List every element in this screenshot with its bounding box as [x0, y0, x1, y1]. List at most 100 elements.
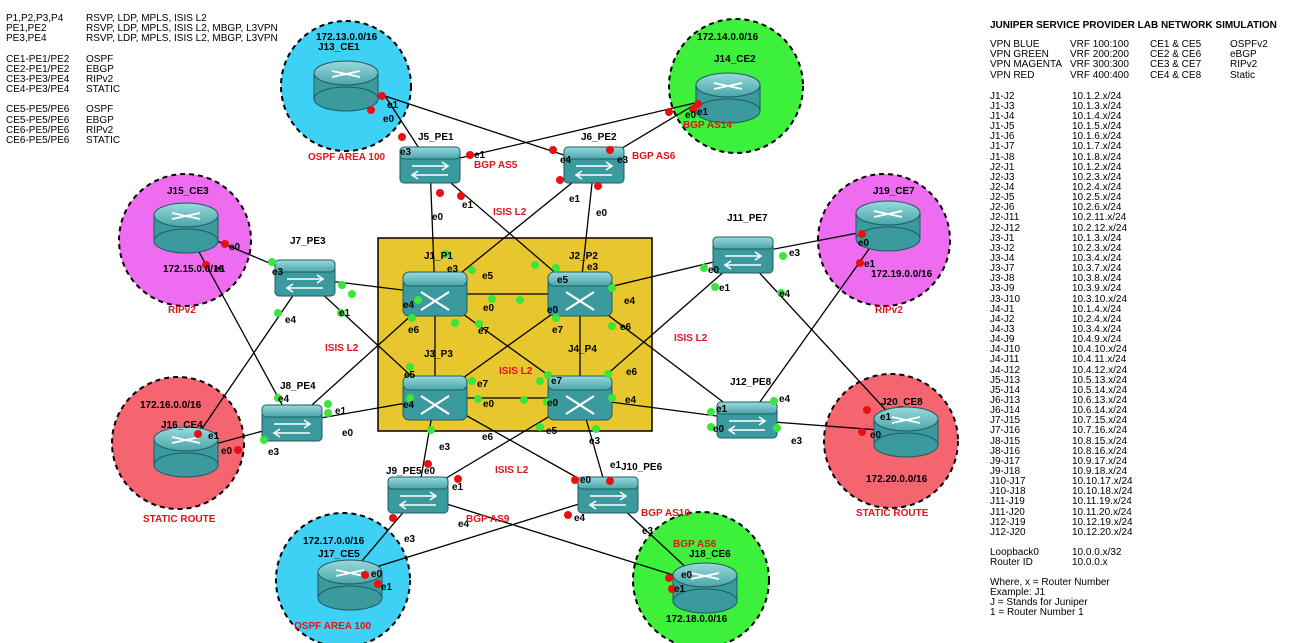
router-j3[interactable]	[402, 375, 468, 421]
router-j7[interactable]	[274, 259, 336, 297]
port-dot	[454, 475, 462, 483]
router-j12[interactable]	[716, 401, 778, 439]
link-subnet: 10.3.4.x/24	[1072, 253, 1122, 264]
port-dot	[549, 146, 557, 154]
port-dot	[466, 151, 474, 159]
port-dot	[457, 192, 465, 200]
link	[185, 277, 306, 453]
port-dot	[556, 176, 564, 184]
router-j20[interactable]	[873, 406, 939, 458]
router-j13[interactable]	[313, 60, 379, 112]
area-label-isis: ISIS L2	[495, 465, 529, 476]
port-label: e1	[208, 431, 220, 442]
legend-protocols: RIPv2	[86, 73, 114, 85]
port-label: e0	[596, 208, 608, 219]
port-dot	[274, 394, 282, 402]
link-key: J1-J7	[990, 141, 1015, 153]
port-dot	[552, 314, 560, 322]
port-dot	[398, 133, 406, 141]
port-dot	[324, 400, 332, 408]
link-subnet: 10.1.4.x/24	[1072, 111, 1122, 123]
router-j8[interactable]	[261, 404, 323, 442]
port-label: e4	[278, 394, 290, 405]
vpn-proto: RIPv2	[1230, 59, 1258, 71]
link-key: J10-J18	[990, 486, 1026, 498]
router-j19[interactable]	[855, 200, 921, 252]
area-label-isis: ISIS L2	[493, 207, 527, 218]
port-dot	[389, 514, 397, 522]
router-j6[interactable]	[563, 146, 625, 184]
router-j14[interactable]	[695, 72, 761, 124]
loopback-key: Loopback0	[990, 546, 1039, 558]
link-row: J4-J10 10.4.10.x/24	[990, 345, 1290, 355]
router-j18[interactable]	[672, 562, 738, 614]
port-label: e4	[574, 513, 586, 524]
vpn-ces: CE1 & CE5	[1150, 39, 1202, 50]
link-key: J4-J3	[990, 323, 1015, 335]
link-subnet: 10.3.4.x/24	[1072, 323, 1122, 335]
link-subnet: 10.9.18.x/24	[1072, 465, 1128, 477]
port-label: e1	[610, 460, 622, 471]
port-label: e3	[617, 155, 629, 166]
port-label: e6	[482, 432, 494, 443]
router-j1[interactable]	[402, 271, 468, 317]
router-j16[interactable]	[153, 426, 219, 478]
router-label-j5: J5_PE1	[418, 132, 454, 143]
port-dot	[711, 283, 719, 291]
router-j2[interactable]	[547, 271, 613, 317]
router-j5[interactable]	[399, 146, 461, 184]
footnote-line: Example: J1	[990, 587, 1046, 599]
footnote-line: 1 = Router Number 1	[990, 607, 1084, 619]
vpn-proto: eBGP	[1230, 49, 1257, 61]
area-label-bgp: BGP AS9	[466, 514, 510, 525]
router-j9[interactable]	[387, 476, 449, 514]
port-label: e4	[403, 400, 415, 411]
router-j11[interactable]	[712, 236, 774, 274]
link-subnet: 10.1.3.x/24	[1072, 100, 1122, 112]
link-subnet: 10.1.4.x/24	[1072, 303, 1122, 315]
port-dot	[604, 370, 612, 378]
port-dot	[468, 377, 476, 385]
link-subnet: 10.4.10.x/24	[1072, 344, 1128, 356]
link-subnet: 10.4.12.x/24	[1072, 364, 1128, 376]
network-label-j14: 172.14.0.0/16	[697, 32, 759, 43]
port-dot	[348, 290, 356, 298]
router-label-j12: J12_PE8	[730, 377, 772, 388]
area-label-bgp: BGP AS6	[673, 539, 717, 550]
network-label-j17: 172.17.0.0/16	[303, 536, 365, 547]
lab-title: JUNIPER SERVICE PROVIDER LAB NETWORK SIM…	[990, 20, 1277, 31]
router-j17[interactable]	[317, 559, 383, 611]
port-dot	[858, 428, 866, 436]
port-label: e0	[708, 265, 720, 276]
port-dot	[707, 408, 715, 416]
port-dot	[436, 189, 444, 197]
port-dot	[856, 259, 864, 267]
legend-routers: CE2-PE1/PE2	[6, 63, 70, 75]
link-key: J4-J10	[990, 344, 1021, 356]
port-dot	[234, 446, 242, 454]
port-label: e1	[381, 582, 393, 593]
link-subnet: 10.1.6.x/24	[1072, 131, 1122, 143]
port-label: e1	[214, 264, 226, 275]
legend-protocols: STATIC	[86, 84, 121, 96]
port-label: e3	[447, 264, 459, 275]
area-labels: OSPF AREA 100 OSPF AREA 100 RIPv2 RIPv2 …	[143, 120, 929, 632]
legend-protocols: RSVP, LDP, MPLS, ISIS L2, MBGP, L3VPN	[86, 23, 278, 35]
link-key: J11-J20	[990, 506, 1025, 518]
link-key: J8-J16	[990, 445, 1021, 457]
router-j4[interactable]	[547, 375, 613, 421]
router-j15[interactable]	[153, 202, 219, 254]
port-dot	[606, 146, 614, 154]
port-dot	[543, 398, 551, 406]
legend-routers: PE1,PE2	[6, 23, 47, 35]
